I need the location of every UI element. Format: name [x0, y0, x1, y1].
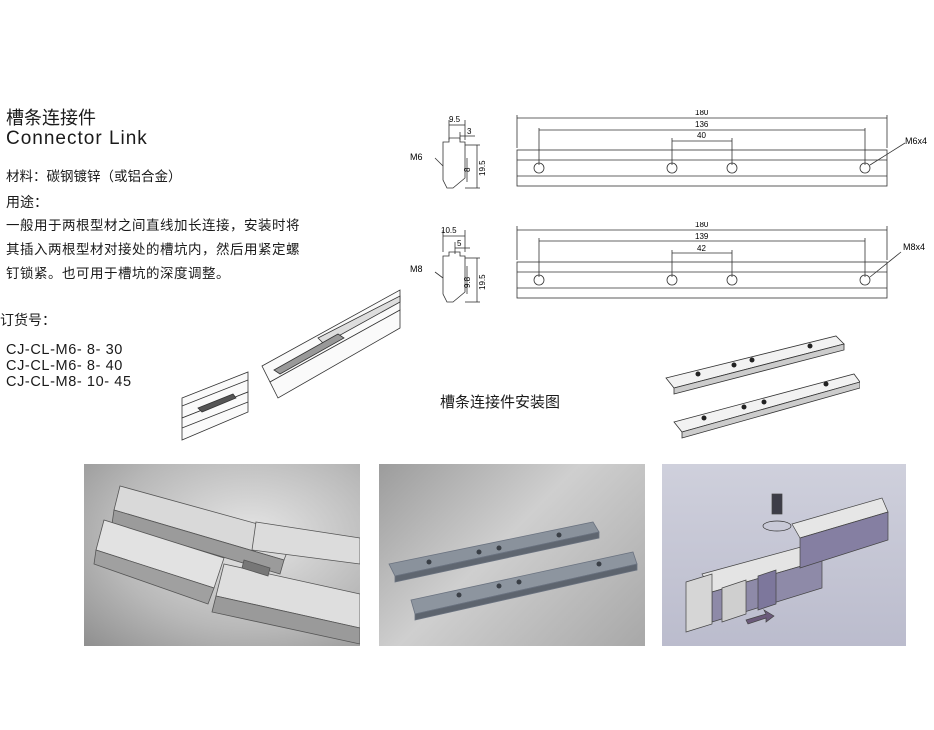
thread-label: M6 — [410, 152, 423, 162]
usage-line-2: 其插入两根型材对接处的槽坑内，然后用紧定螺 — [6, 242, 300, 258]
dim-width: 9.5 — [449, 115, 461, 124]
dim-height: 19.5 — [478, 274, 487, 290]
photo-connector-bars — [379, 464, 645, 646]
material-text: 材料：碳钢镀锌（或铝合金） — [6, 169, 182, 185]
order-code-2: CJ-CL-M6- 8- 40 — [6, 358, 123, 374]
photo-install-render — [662, 464, 906, 646]
order-heading: 订货号： — [0, 313, 56, 329]
photo-profiles-connected — [84, 464, 360, 646]
hole-label: M8x4 — [903, 242, 925, 252]
hole-label: M6x4 — [905, 136, 927, 146]
dim-total-length: 180 — [695, 222, 709, 229]
usage-heading: 用途： — [6, 195, 48, 211]
order-code-1: CJ-CL-M6- 8- 30 — [6, 342, 123, 358]
drawing-m6: 9.5 3 8 19.5 M6 180 136 40 M6x4 — [410, 110, 927, 189]
install-render-image — [685, 493, 889, 633]
drawing-m8: 10.5 5 9.8 19.5 M8 180 139 42 M8x4 — [410, 222, 925, 303]
dim-depth: 9.8 — [463, 276, 472, 288]
installation-caption: 槽条连接件安装图 — [440, 393, 561, 411]
dim-hole-span: 139 — [695, 232, 709, 241]
usage-line-3: 钉锁紧。也可用于槽坑的深度调整。 — [6, 266, 230, 282]
aluminum-profiles-image — [93, 485, 360, 645]
thread-label: M8 — [410, 264, 423, 274]
dim-height: 19.5 — [478, 160, 487, 176]
connector-bars-drawing — [665, 335, 860, 439]
usage-line-1: 一般用于两根型材之间直线加长连接，安装时将 — [6, 218, 300, 234]
dim-slot: 5 — [457, 239, 462, 248]
title-chinese: 槽条连接件 — [6, 108, 96, 129]
title-english: Connector Link — [6, 128, 148, 149]
dim-width: 10.5 — [441, 226, 457, 235]
dim-depth: 8 — [463, 167, 472, 172]
dim-slot: 3 — [467, 127, 472, 136]
dim-hole-span: 136 — [695, 120, 709, 129]
connector-bars-image — [388, 521, 638, 621]
installation-line-drawing — [181, 289, 401, 441]
order-code-3: CJ-CL-M8- 10- 45 — [6, 374, 132, 390]
dim-inner-span: 42 — [697, 244, 706, 253]
dim-total-length: 180 — [695, 110, 709, 117]
dim-inner-span: 40 — [697, 131, 706, 140]
